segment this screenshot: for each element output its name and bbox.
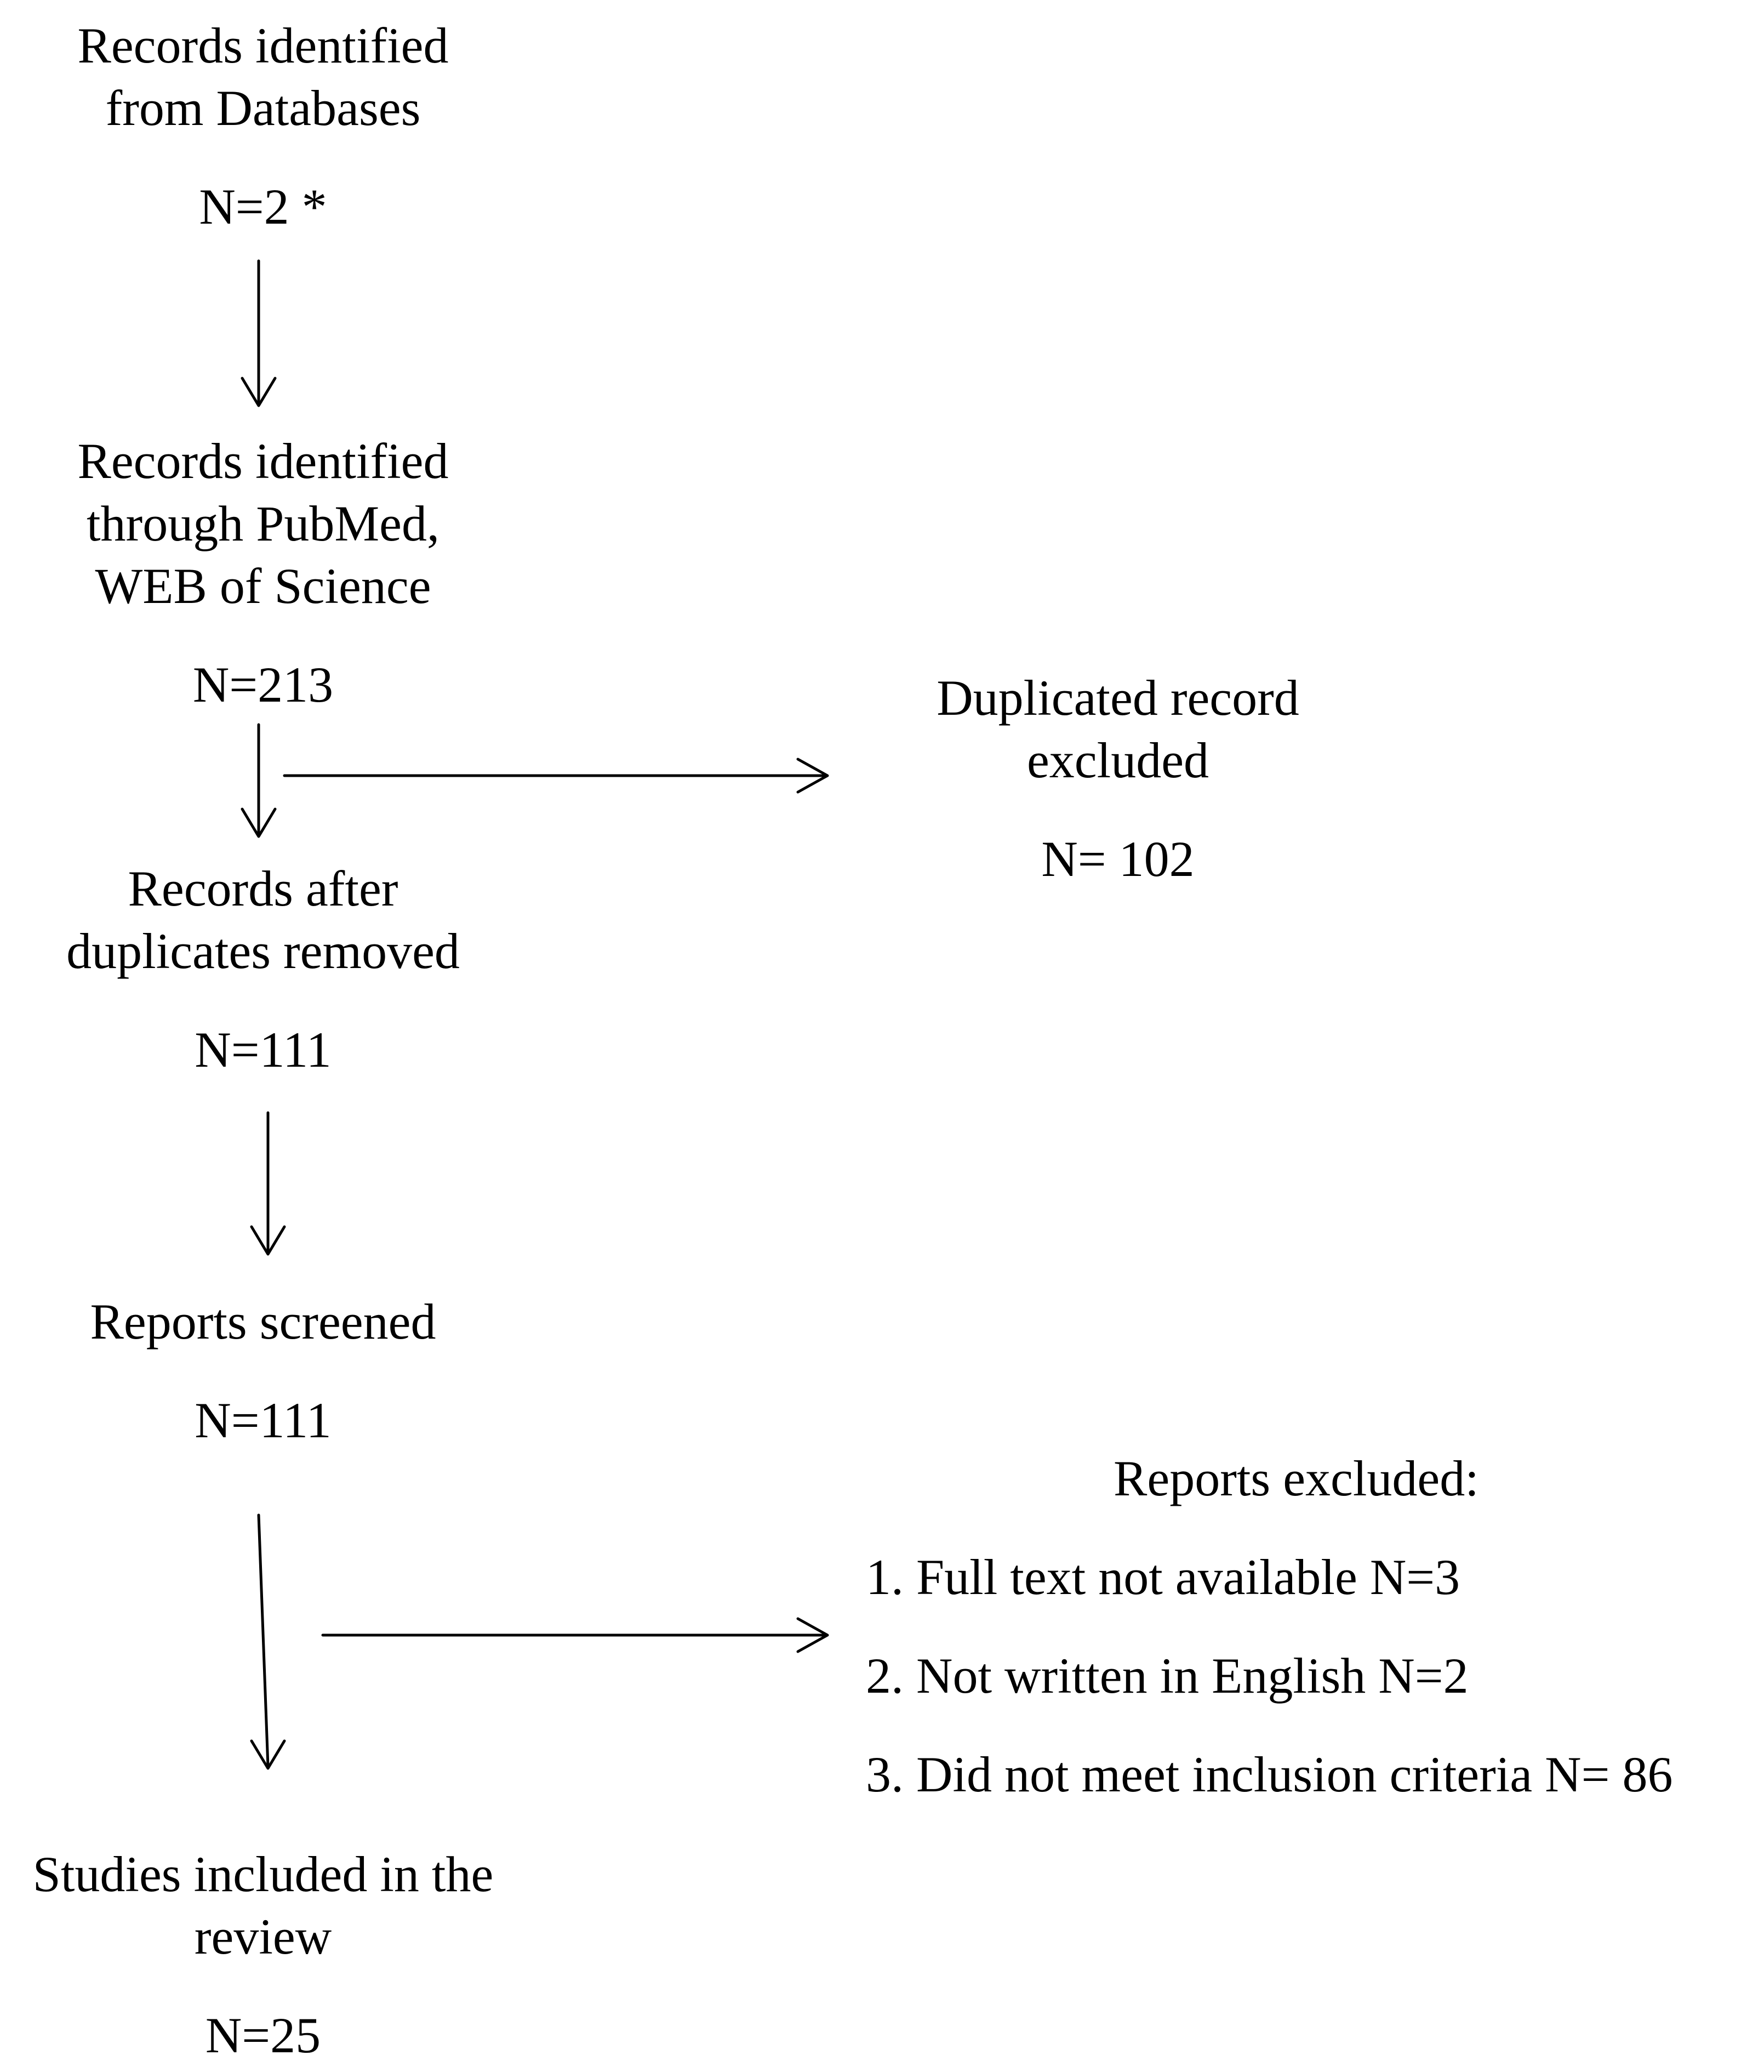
- node-after-duplicates-line1: Records after: [128, 861, 398, 917]
- node-databases: Records identified from Databases N=2 *: [0, 14, 526, 238]
- node-databases-count: N=2 *: [199, 179, 327, 235]
- arrow-to-reports-excluded: [321, 1617, 829, 1653]
- node-included-line2: review: [194, 1909, 332, 1965]
- exclusion-reason-2: 2. Not written in English N=2: [866, 1648, 1469, 1704]
- node-pubmed-wos: Records identified through PubMed, WEB o…: [0, 430, 526, 716]
- node-duplicates-excluded: Duplicated record excluded N= 102: [844, 667, 1392, 890]
- node-reports-excluded-title: Reports excluded:: [1114, 1450, 1479, 1506]
- node-reports-excluded: Reports excluded: 1. Full text not avail…: [866, 1447, 1743, 1806]
- arrow-pubmed-to-after-duplicates: [241, 723, 277, 838]
- node-after-duplicates-line2: duplicates removed: [66, 923, 460, 979]
- arrow-databases-to-pubmed: [241, 259, 277, 407]
- exclusion-reason-1: 1. Full text not available N=3: [866, 1549, 1460, 1605]
- node-duplicates-excluded-line1: Duplicated record: [937, 670, 1299, 726]
- node-included: Studies included in the review N=25: [0, 1843, 526, 2067]
- node-pubmed-wos-line2: through PubMed,: [87, 496, 439, 551]
- node-screened: Reports screened N=111: [0, 1290, 526, 1451]
- node-duplicates-excluded-line2: excluded: [1026, 732, 1209, 788]
- node-pubmed-wos-line3: WEB of Science: [95, 558, 431, 614]
- node-screened-line1: Reports screened: [90, 1294, 436, 1350]
- node-included-count: N=25: [205, 2007, 321, 2063]
- node-after-duplicates-count: N=111: [195, 1022, 332, 1078]
- node-pubmed-wos-line1: Records identified: [77, 433, 449, 489]
- node-screened-count: N=111: [195, 1392, 332, 1448]
- node-databases-line2: from Databases: [105, 80, 421, 136]
- node-databases-line1: Records identified: [77, 18, 449, 73]
- arrow-to-duplicates-excluded: [283, 758, 829, 794]
- arrow-after-duplicates-to-screened: [250, 1111, 286, 1256]
- node-pubmed-wos-count: N=213: [192, 657, 334, 713]
- node-duplicates-excluded-count: N= 102: [1041, 831, 1195, 887]
- node-after-duplicates: Records after duplicates removed N=111: [0, 857, 526, 1081]
- node-included-line1: Studies included in the: [32, 1846, 494, 1902]
- arrow-screened-to-included: [250, 1513, 286, 1770]
- exclusion-reason-3: 3. Did not meet inclusion criteria N= 86: [866, 1746, 1673, 1802]
